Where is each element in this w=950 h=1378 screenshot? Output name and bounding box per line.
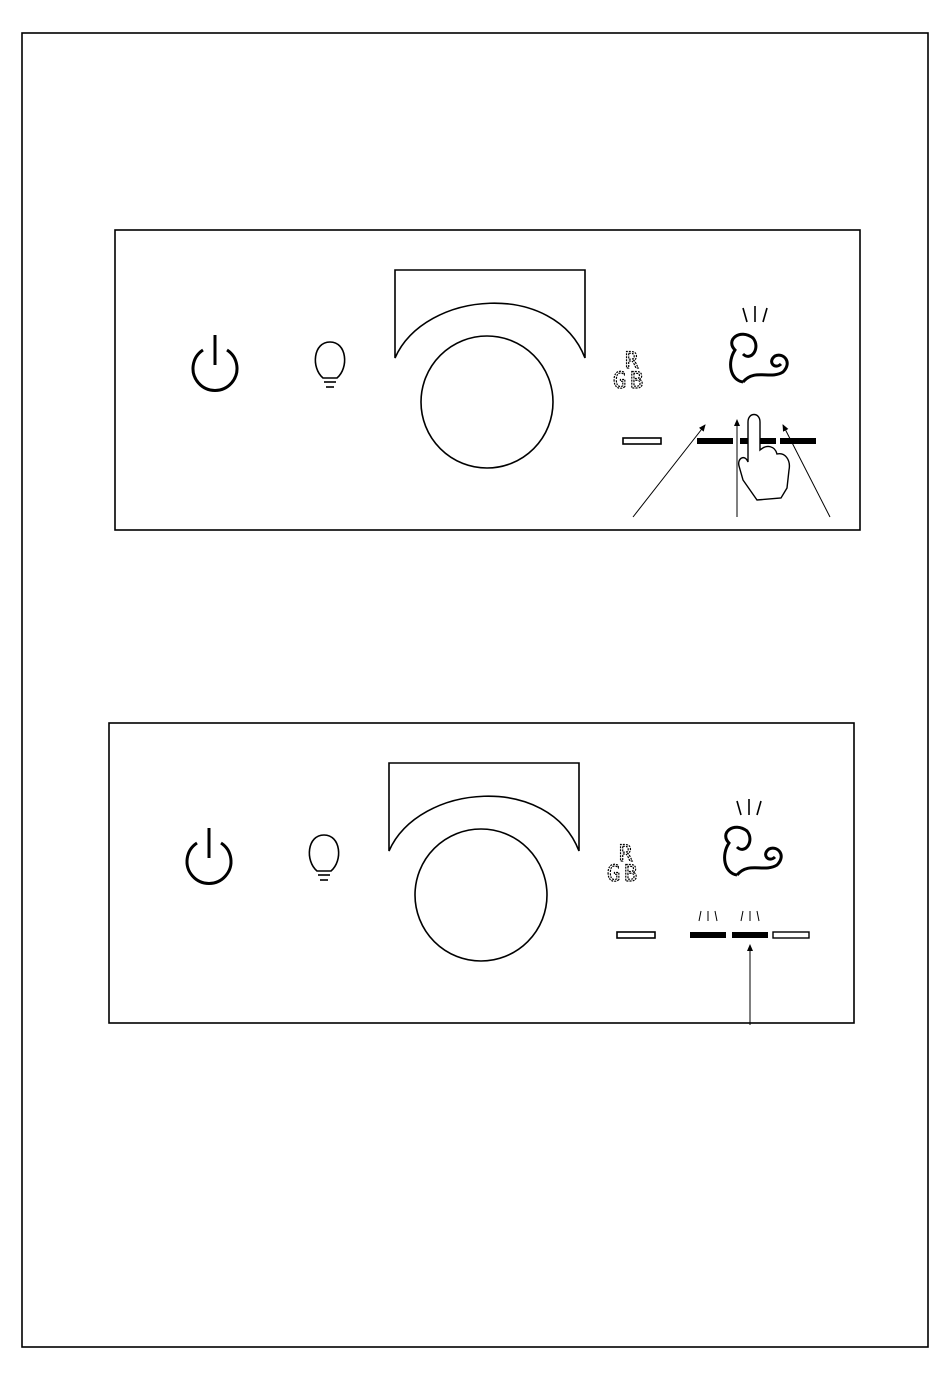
level-glow-ray: [714, 910, 718, 922]
power-button[interactable]: [191, 335, 239, 392]
fan-level-1-indicator[interactable]: [690, 932, 726, 938]
power-icon: [185, 841, 233, 885]
pointer-hand-icon: [737, 413, 791, 501]
light-button[interactable]: [308, 834, 340, 881]
rgb-icon: G: [607, 862, 620, 887]
fan-glow-ray: [742, 307, 748, 323]
rgb-icon: B: [624, 862, 637, 887]
knob-dial: [414, 828, 548, 962]
rgb-icon: R: [625, 349, 639, 374]
panel-outline: [114, 229, 861, 531]
fan-glow-ray: [762, 307, 768, 323]
fan-button[interactable]: [729, 306, 789, 384]
bulb-icon: [314, 341, 346, 379]
power-icon: [191, 348, 239, 392]
knob-housing: [388, 762, 580, 852]
fan-level-2-indicator[interactable]: [732, 932, 768, 938]
callout-arrow: [632, 424, 706, 518]
fan-level-3-indicator[interactable]: [780, 438, 816, 444]
fan-level-1-indicator[interactable]: [697, 438, 733, 444]
knob-dial: [420, 335, 554, 469]
fan-level-3-indicator[interactable]: [772, 931, 810, 939]
level-glow-ray: [698, 910, 702, 922]
knob-housing: [394, 269, 586, 359]
panel-outline: [108, 722, 855, 1024]
rgb-icon: G: [613, 369, 626, 394]
fan-icon: [729, 332, 789, 384]
callout-arrow: [782, 424, 831, 518]
fan-button[interactable]: [723, 799, 783, 877]
page-border: [21, 32, 929, 1348]
level-glow-ray: [740, 910, 744, 922]
power-button[interactable]: [185, 828, 233, 885]
rotary-knob[interactable]: [394, 269, 586, 469]
rgb-icon: B: [630, 369, 643, 394]
light-button[interactable]: [314, 341, 346, 388]
light-indicator-bar: [622, 437, 662, 445]
fan-glow-ray: [756, 800, 762, 816]
level-glow-ray: [756, 910, 760, 922]
bulb-icon: [308, 834, 340, 872]
rgb-icon: R: [619, 842, 633, 867]
fan-glow-ray: [736, 800, 742, 816]
fan-icon: [723, 825, 783, 877]
light-indicator-bar: [616, 931, 656, 939]
rotary-knob[interactable]: [388, 762, 580, 962]
